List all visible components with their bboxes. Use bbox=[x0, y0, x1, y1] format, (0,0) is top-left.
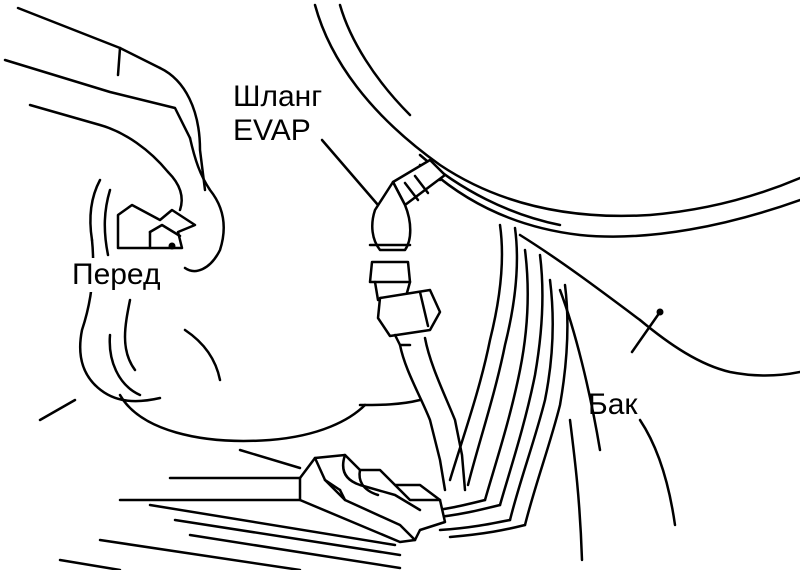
frame-member bbox=[58, 398, 422, 570]
evap-hose-label-line1: Шланг bbox=[233, 80, 323, 113]
evap-hose-label: Шланг EVAP bbox=[233, 80, 322, 148]
line-clip bbox=[298, 453, 447, 544]
evap-hose-label-line2: EVAP bbox=[233, 114, 311, 147]
body-panel bbox=[3, 6, 367, 443]
tank-label: Бак bbox=[588, 388, 638, 421]
evap-hose bbox=[368, 158, 467, 492]
front-label: Перед bbox=[70, 258, 163, 292]
leader-lines bbox=[320, 138, 664, 354]
fuel-lines bbox=[418, 223, 569, 539]
front-direction-arrow-icon bbox=[116, 203, 197, 250]
